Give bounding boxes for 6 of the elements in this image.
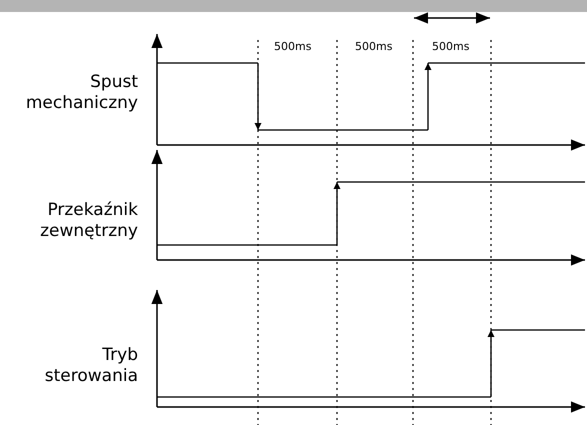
duration-label: 500ms [432, 40, 470, 53]
signal-name: Tryb sterowania [44, 345, 138, 387]
duration-label: 500ms [355, 40, 392, 53]
signal-name: Przekaźnik zewnętrzny [39, 200, 138, 242]
signal-name: Spust mechaniczny [24, 72, 138, 114]
duration-label: 500ms [274, 40, 312, 53]
